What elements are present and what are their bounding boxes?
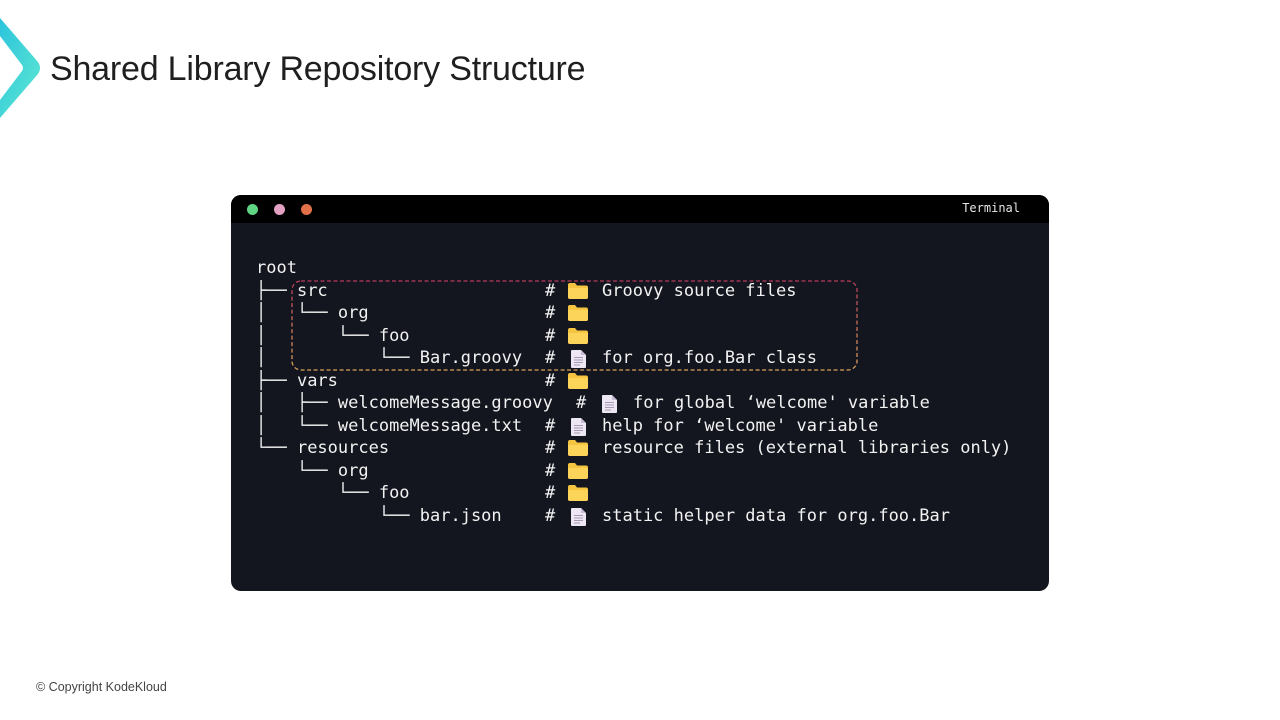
tree-branch: │ └── (256, 303, 338, 323)
tree-comment: static helper data for org.foo.Bar (602, 505, 950, 526)
tree-row: │ └── org # (256, 302, 588, 325)
tree-row: root (256, 257, 553, 280)
tree-branch: │ └── (256, 325, 379, 346)
tree-entry-name: org (337, 460, 369, 481)
comment-hash: # (545, 370, 556, 391)
folder-icon (568, 282, 588, 306)
tree-entry-name: bar.json (419, 505, 502, 526)
folder-icon (568, 372, 588, 396)
tree-row: │ └── welcomeMessage.txt # help for ‘welco… (256, 415, 878, 438)
tree-branch: └── (256, 438, 297, 458)
folder-icon (568, 440, 588, 463)
tree-row: │ └── Bar.groovy # for org.foo.Bar class (256, 347, 817, 370)
tree-row: └── org # (256, 460, 588, 483)
window-orange-dot[interactable] (301, 204, 312, 215)
comment-hash: # (545, 438, 556, 458)
terminal-window: Terminal root├── src#Groovy source files… (231, 195, 1049, 591)
comment-hash: # (545, 415, 556, 436)
comment-hash: # (545, 505, 556, 526)
folder-icon (568, 305, 588, 328)
tree-entry-name: foo (378, 325, 410, 346)
window-green-dot[interactable] (247, 204, 258, 215)
terminal-title: Terminal (962, 201, 1020, 215)
tree-entry-name: foo (378, 483, 410, 503)
tree-entry-name: root (256, 258, 297, 278)
tree-row: │ ├── welcomeMessage.groovy # for global ‘… (256, 392, 930, 415)
tree-branch: └── (256, 483, 379, 503)
comment-hash: # (545, 280, 556, 301)
comment-hash: # (545, 483, 556, 503)
tree-comment: resource files (external libraries only) (602, 438, 1012, 458)
comment-hash: # (576, 393, 587, 413)
file-icon (571, 350, 586, 375)
tree-row: └── bar.json # static helper data for org.… (256, 505, 950, 528)
tree-row: └── resources # resource files (external l… (256, 437, 1011, 460)
kodekloud-logo-icon (0, 18, 40, 118)
tree-entry-name: welcomeMessage.groovy (337, 393, 553, 413)
tree-comment: Groovy source files (602, 280, 797, 301)
tree-row: ├── vars # (256, 370, 588, 393)
tree-branch: │ ├── (256, 393, 338, 413)
tree-branch: └── (256, 505, 420, 526)
tree-row: └── foo # (256, 482, 588, 505)
comment-hash: # (545, 325, 556, 346)
tree-entry-name: src (296, 280, 328, 301)
tree-comment: help for ‘welcome' variable (602, 415, 879, 436)
folder-icon (568, 327, 588, 351)
tree-branch: │ └── (256, 348, 420, 368)
file-icon (602, 395, 617, 420)
page-title: Shared Library Repository Structure (50, 50, 586, 88)
terminal-titlebar: Terminal (231, 195, 1049, 223)
directory-tree: root├── src#Groovy source files│ └── org… (256, 257, 1011, 528)
tree-comment: for org.foo.Bar class (602, 348, 817, 368)
tree-entry-name: welcomeMessage.txt (337, 415, 523, 436)
tree-branch: ├── (256, 280, 297, 301)
tree-row: ├── src # Groovy source files (256, 280, 796, 303)
comment-hash: # (545, 460, 556, 481)
tree-entry-name: Bar.groovy (419, 348, 523, 368)
comment-hash: # (545, 303, 556, 323)
tree-branch: │ └── (256, 415, 338, 436)
tree-branch: └── (256, 460, 338, 481)
window-pink-dot[interactable] (274, 204, 285, 215)
tree-comment: for global ‘welcome' variable (633, 393, 930, 413)
tree-row: │ └── foo # (256, 325, 588, 348)
file-icon (571, 507, 586, 533)
comment-hash: # (545, 348, 556, 368)
tree-entry-name: resources (296, 438, 390, 458)
folder-icon (568, 485, 588, 508)
tree-branch: ├── (256, 370, 297, 391)
file-icon (571, 417, 586, 443)
copyright-text: © Copyright KodeKloud (36, 680, 167, 694)
folder-icon (568, 462, 588, 486)
tree-entry-name: vars (296, 370, 338, 391)
tree-entry-name: org (337, 303, 369, 323)
